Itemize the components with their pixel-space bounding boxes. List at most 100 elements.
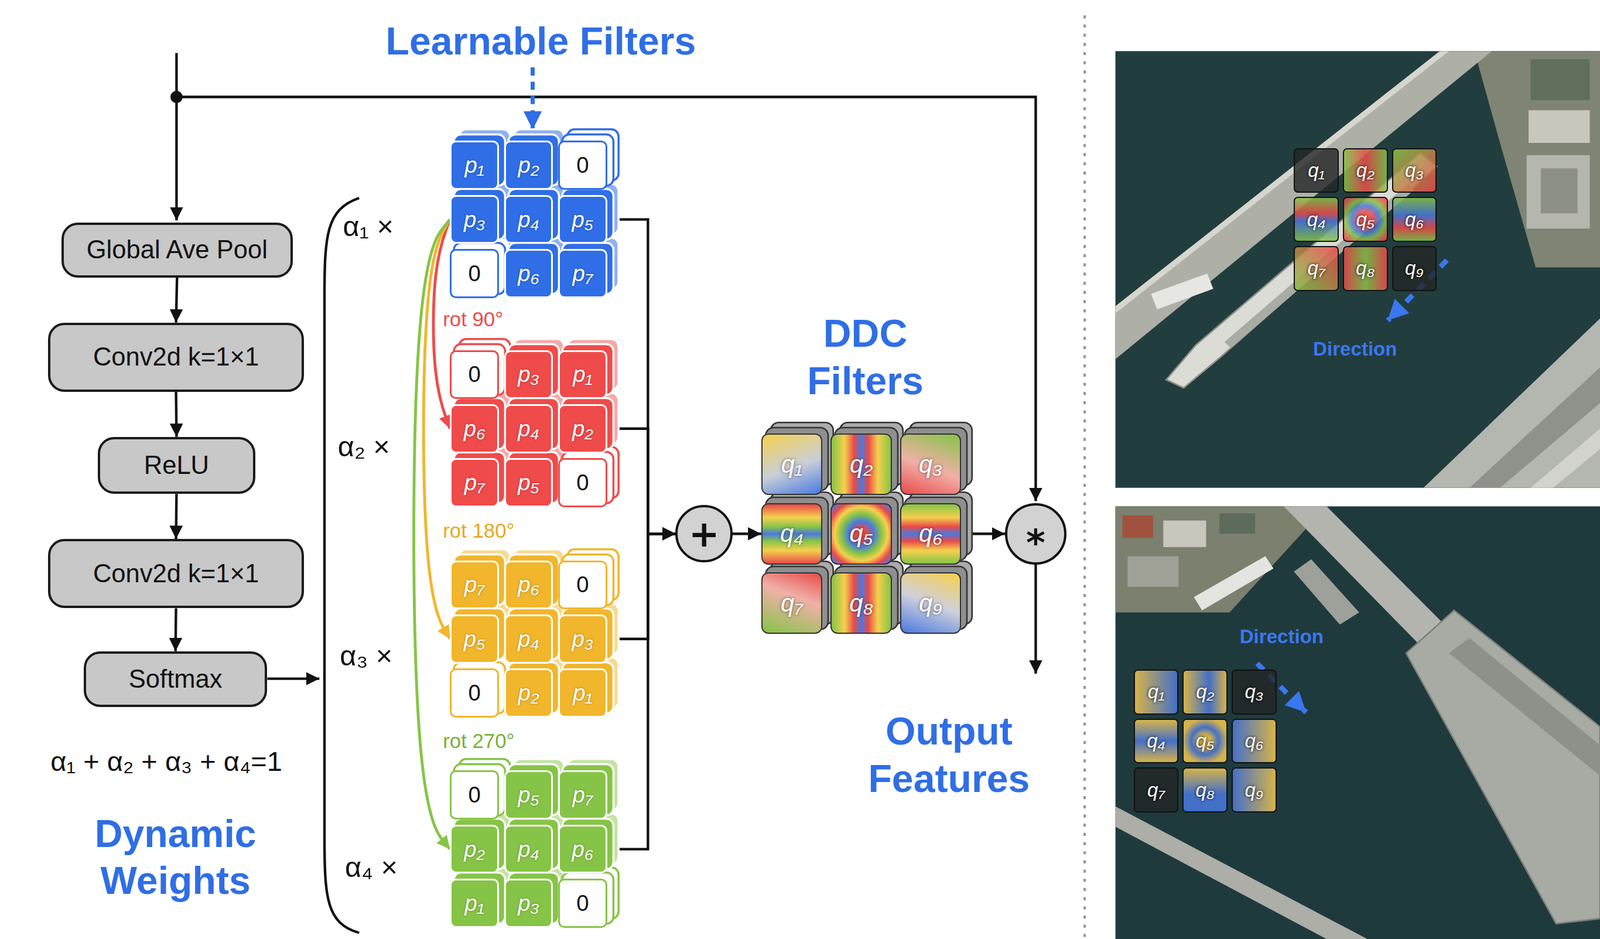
filter-cell: p₂ xyxy=(558,404,608,454)
node-text: p₄ xyxy=(517,415,540,442)
node-text: p₆ xyxy=(572,836,594,863)
node-text: 0 xyxy=(576,571,589,598)
node-text: q₄ xyxy=(1307,208,1326,231)
overlay-cell: q₁ xyxy=(1133,669,1179,715)
filter-cell: p₃ xyxy=(558,614,608,664)
overlay-cell: q₁ xyxy=(1293,148,1339,194)
filter-pointer xyxy=(530,67,535,130)
bracket xyxy=(324,197,360,933)
weight-arrow xyxy=(267,677,320,680)
process-box: Global Ave Pool xyxy=(61,222,294,278)
process-box: Softmax xyxy=(83,651,268,708)
ddc-filter-cell: q₇ xyxy=(761,572,823,634)
node-text: p₇ xyxy=(464,469,485,496)
connector xyxy=(961,532,1005,535)
ddc-filter-cell: q₄ xyxy=(761,503,823,565)
node-text: p₃ xyxy=(463,206,486,233)
filter-cell: p₃ xyxy=(504,878,554,928)
filter-cell: p₇ xyxy=(558,248,608,299)
filter-cell: p₅ xyxy=(558,195,608,245)
node-text: q₁ xyxy=(1147,680,1165,703)
section-title: Learnable Filters xyxy=(385,16,697,65)
connector xyxy=(174,493,178,539)
filter-cell: p₄ xyxy=(504,824,554,874)
node-text: q₈ xyxy=(1355,257,1375,280)
node-text: p₃ xyxy=(517,890,540,916)
node-text: q₁ xyxy=(781,450,803,479)
rotation-arrow xyxy=(423,219,450,639)
filter-cell: p₂ xyxy=(504,668,554,718)
node-text: q₃ xyxy=(1245,680,1264,703)
node-text: p₃ xyxy=(572,626,594,652)
separator xyxy=(1083,15,1086,939)
conv-operator: * xyxy=(1004,503,1067,565)
node-text: q₇ xyxy=(780,589,803,618)
ship xyxy=(1293,559,1360,625)
node-text: 0 xyxy=(468,781,481,808)
filter-cell: p₇ xyxy=(558,770,608,820)
node-text: p₇ xyxy=(464,571,485,598)
node-text: q₄ xyxy=(1146,729,1166,752)
filter-cell: p₆ xyxy=(504,248,554,299)
node-text: q₂ xyxy=(849,450,873,479)
node-text: 0 xyxy=(576,469,589,496)
node-text: Conv2d k=1×1 xyxy=(93,559,259,588)
node-text: q₄ xyxy=(780,519,804,548)
building xyxy=(1540,168,1578,214)
node-text: q₂ xyxy=(1195,680,1215,703)
filter-cell: 0 xyxy=(449,248,499,299)
filter-cell: 0 xyxy=(558,878,608,928)
section-title: Dynamic Weights xyxy=(63,809,288,905)
overlay-cell: q₃ xyxy=(1231,669,1277,715)
connectors xyxy=(175,219,1006,850)
overlay-cell: q₄ xyxy=(1293,196,1339,242)
carrier xyxy=(1406,610,1600,924)
overlay-cell: q₇ xyxy=(1133,767,1179,813)
node-text: Softmax xyxy=(128,664,223,694)
overlay-cell: q₆ xyxy=(1231,718,1277,764)
connector xyxy=(176,277,178,323)
ddc-filter-cell: q₅ xyxy=(830,503,892,565)
roof xyxy=(1122,515,1154,538)
overlay-cell: q₉ xyxy=(1392,245,1438,292)
node-text: p₅ xyxy=(463,626,486,652)
node-text: p₅ xyxy=(572,206,594,233)
filter-cell: p₄ xyxy=(504,614,554,664)
ship-deck xyxy=(1469,367,1600,488)
weight-label: α₁ × xyxy=(342,209,394,245)
carrier-deck xyxy=(1448,637,1600,776)
node-text: p₅ xyxy=(517,469,540,496)
node-text: q₉ xyxy=(1245,778,1264,802)
connector xyxy=(607,533,676,639)
ship-deck xyxy=(1224,183,1415,349)
process-box: Conv2d k=1×1 xyxy=(48,322,304,392)
node-text: p₇ xyxy=(572,781,593,808)
ship xyxy=(1194,556,1274,611)
boat xyxy=(1150,273,1213,310)
connector xyxy=(174,391,178,437)
water xyxy=(1115,506,1600,939)
filter-cell: 0 xyxy=(558,140,608,190)
ddc-filter-cell: q₉ xyxy=(900,572,962,634)
node-text: p₇ xyxy=(572,260,593,287)
node-text: 0 xyxy=(576,890,589,916)
node-text: 0 xyxy=(468,361,481,388)
overlay-cell: q₅ xyxy=(1342,196,1388,242)
water-tint xyxy=(1115,50,1600,488)
connector xyxy=(173,607,177,651)
node-text: * xyxy=(1026,521,1046,564)
connector xyxy=(607,533,676,849)
weight-label: α₃ × xyxy=(339,638,393,675)
section-title: Output Features xyxy=(836,708,1062,803)
filter-cell: p₂ xyxy=(504,140,554,190)
node-text: Global Ave Pool xyxy=(86,235,268,265)
connector xyxy=(607,428,676,534)
overlay-cell: q₄ xyxy=(1133,718,1179,764)
water xyxy=(1115,50,1600,488)
overlay-cell: q₈ xyxy=(1182,767,1228,813)
ship xyxy=(1423,318,1600,488)
land xyxy=(1474,50,1600,268)
node-text: p₁ xyxy=(464,890,484,916)
node-text: Conv2d k=1×1 xyxy=(93,342,259,372)
filter-cell: p₄ xyxy=(504,404,554,454)
